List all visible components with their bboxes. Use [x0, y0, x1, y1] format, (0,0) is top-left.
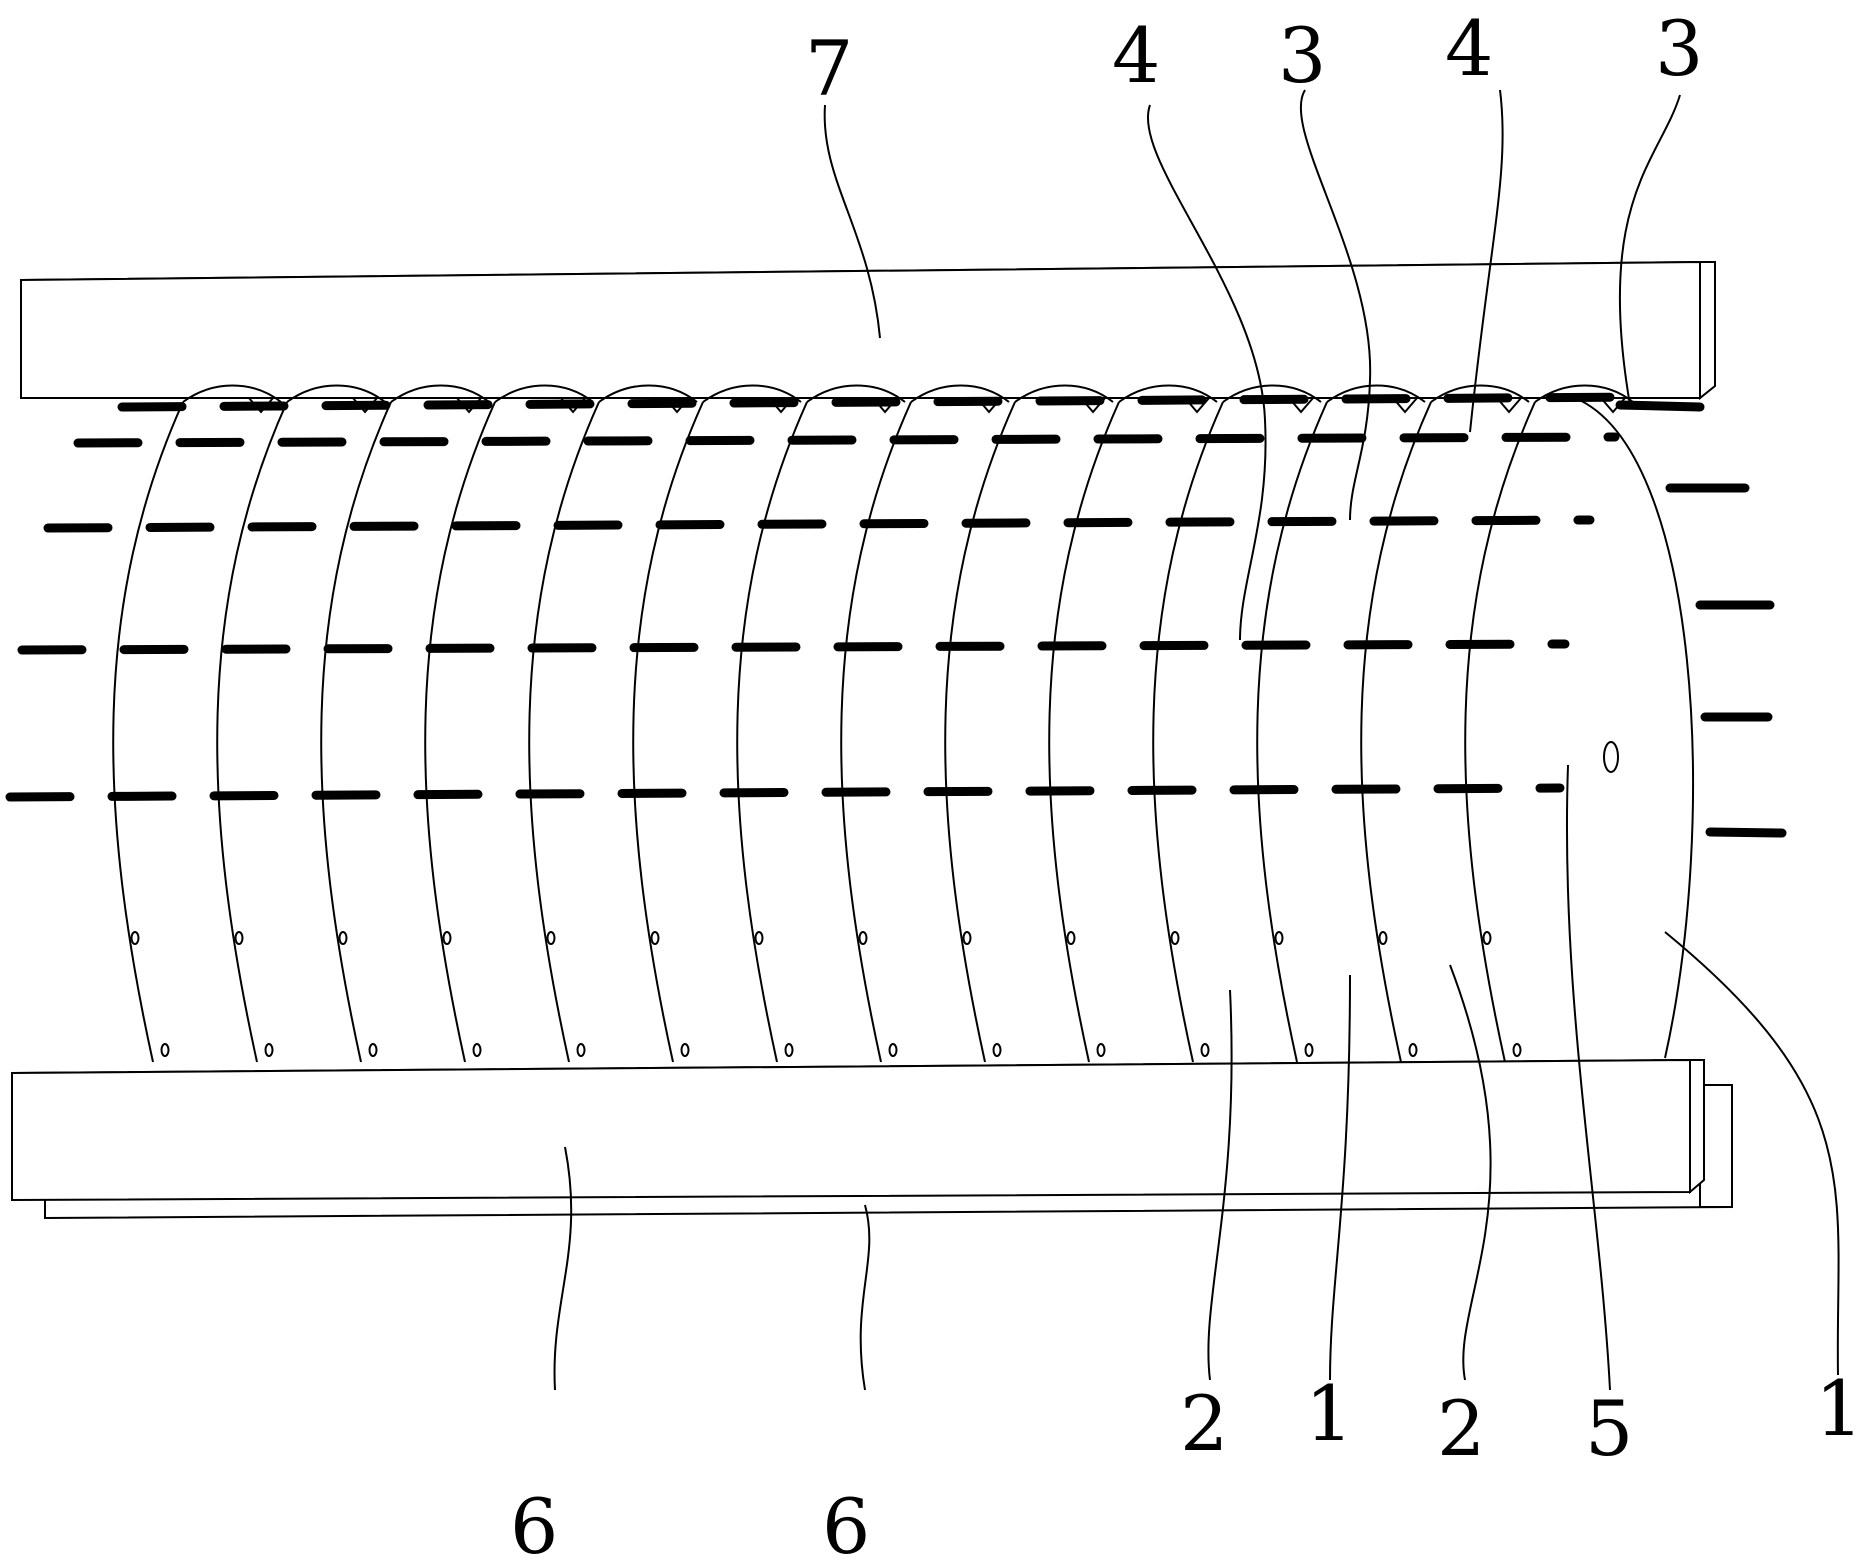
rod-4 [17, 639, 1570, 655]
ring-top-11 [1222, 384, 1322, 403]
ring-hole-lower-9 [992, 1043, 1002, 1057]
ring-hole-lower-1 [160, 1043, 170, 1057]
ring-hole-lower-13 [1408, 1043, 1418, 1057]
ring-hole-lower-14 [1512, 1043, 1522, 1057]
ring-top-3 [390, 384, 490, 403]
ring-edge-8 [840, 401, 912, 1063]
ring-hole-lower-8 [888, 1043, 898, 1057]
ring-hole-upper-5 [546, 931, 556, 945]
ring-top-12 [1326, 384, 1426, 403]
label-bottom-1-left: 1 [1305, 1369, 1353, 1458]
ring-hole-upper-13 [1378, 931, 1388, 945]
top-bar [20, 260, 1716, 401]
ring-hole-upper-9 [962, 931, 972, 945]
rod-5 [5, 783, 1565, 802]
ring-hole-upper-10 [1066, 931, 1076, 945]
leader-lines [553, 89, 1840, 1391]
ring-hole-lower-7 [784, 1043, 794, 1057]
ring-hole-lower-5 [576, 1043, 586, 1057]
ring-hole-lower-2 [264, 1043, 274, 1057]
ring-hole-upper-4 [442, 931, 452, 945]
ring-hole-upper-6 [650, 931, 660, 945]
ring-hole-lower-12 [1304, 1043, 1314, 1057]
ring-top-4 [494, 384, 594, 403]
ring-edge-13 [1360, 401, 1432, 1063]
ring-edge-6 [632, 401, 704, 1063]
label-upper-3-left: 3 [1278, 11, 1326, 100]
reference-numerals: 7 4 3 4 3 6 6 2 1 2 5 1 [510, 4, 1856, 1567]
label-bottom-2-left: 2 [1180, 1379, 1228, 1468]
ring-hole-lower-4 [472, 1043, 482, 1057]
right-rod-stubs [1615, 400, 1787, 838]
ring-edge-14 [1464, 401, 1536, 1063]
ring-top-2 [286, 384, 386, 403]
label-bottom-2-right: 2 [1437, 1384, 1485, 1473]
ring-edge-7 [736, 401, 808, 1063]
end-disk [1574, 397, 1694, 1059]
ring-top-5 [598, 384, 698, 403]
ring-hole-lower-3 [368, 1043, 378, 1057]
ring-hole-upper-11 [1170, 931, 1180, 945]
ring-hole-lower-11 [1200, 1043, 1210, 1057]
ring-edge-10 [1048, 401, 1120, 1063]
label-bottom-6-left: 6 [510, 1482, 558, 1567]
label-upper-4-left: 4 [1112, 11, 1160, 100]
ring-top-10 [1118, 384, 1218, 403]
label-bottom-5: 5 [1585, 1384, 1633, 1473]
label-bottom-1-right: 1 [1815, 1364, 1856, 1453]
rod-1 [117, 392, 1655, 412]
ring-hole-lower-10 [1096, 1043, 1106, 1057]
ring-hole-upper-14 [1482, 931, 1492, 945]
ring-top-9 [1014, 384, 1114, 403]
ring-edge-11 [1152, 401, 1224, 1063]
horizontal-rods [5, 392, 1655, 802]
ring-hole-upper-1 [130, 931, 140, 945]
ring-hole-upper-8 [858, 931, 868, 945]
ring-top-1 [182, 384, 282, 403]
rod-3 [43, 515, 1595, 533]
ring-hole-upper-12 [1274, 931, 1284, 945]
ring-edge-5 [528, 401, 600, 1063]
ring-hole-lower-6 [680, 1043, 690, 1057]
right-stub-5 [1705, 827, 1787, 838]
ring-edge-3 [320, 401, 392, 1063]
ring-top-13 [1430, 384, 1530, 403]
ring-edge-1 [112, 401, 184, 1063]
ring-top-6 [702, 384, 802, 403]
ring-edge-2 [216, 401, 288, 1063]
ring-plates [112, 384, 1634, 1063]
ring-top-7 [806, 384, 906, 403]
label-bottom-6-right: 6 [822, 1482, 870, 1567]
label-upper-4-right: 4 [1445, 4, 1493, 93]
rod-2 [73, 432, 1620, 448]
bottom-rails [11, 1058, 1733, 1220]
ring-top-14 [1534, 384, 1634, 403]
ring-hole-upper-2 [234, 931, 244, 945]
ring-hole-upper-3 [338, 931, 348, 945]
bracket-13 [1496, 397, 1522, 414]
ring-edge-9 [944, 401, 1016, 1063]
label-upper-3-right: 3 [1655, 4, 1703, 93]
ring-hole-upper-7 [754, 931, 764, 945]
right-stub-1 [1615, 400, 1705, 412]
label-top-bar: 7 [805, 24, 853, 113]
ring-edge-12 [1256, 401, 1328, 1063]
ring-top-8 [910, 384, 1010, 403]
ring-edge-4 [424, 401, 496, 1063]
